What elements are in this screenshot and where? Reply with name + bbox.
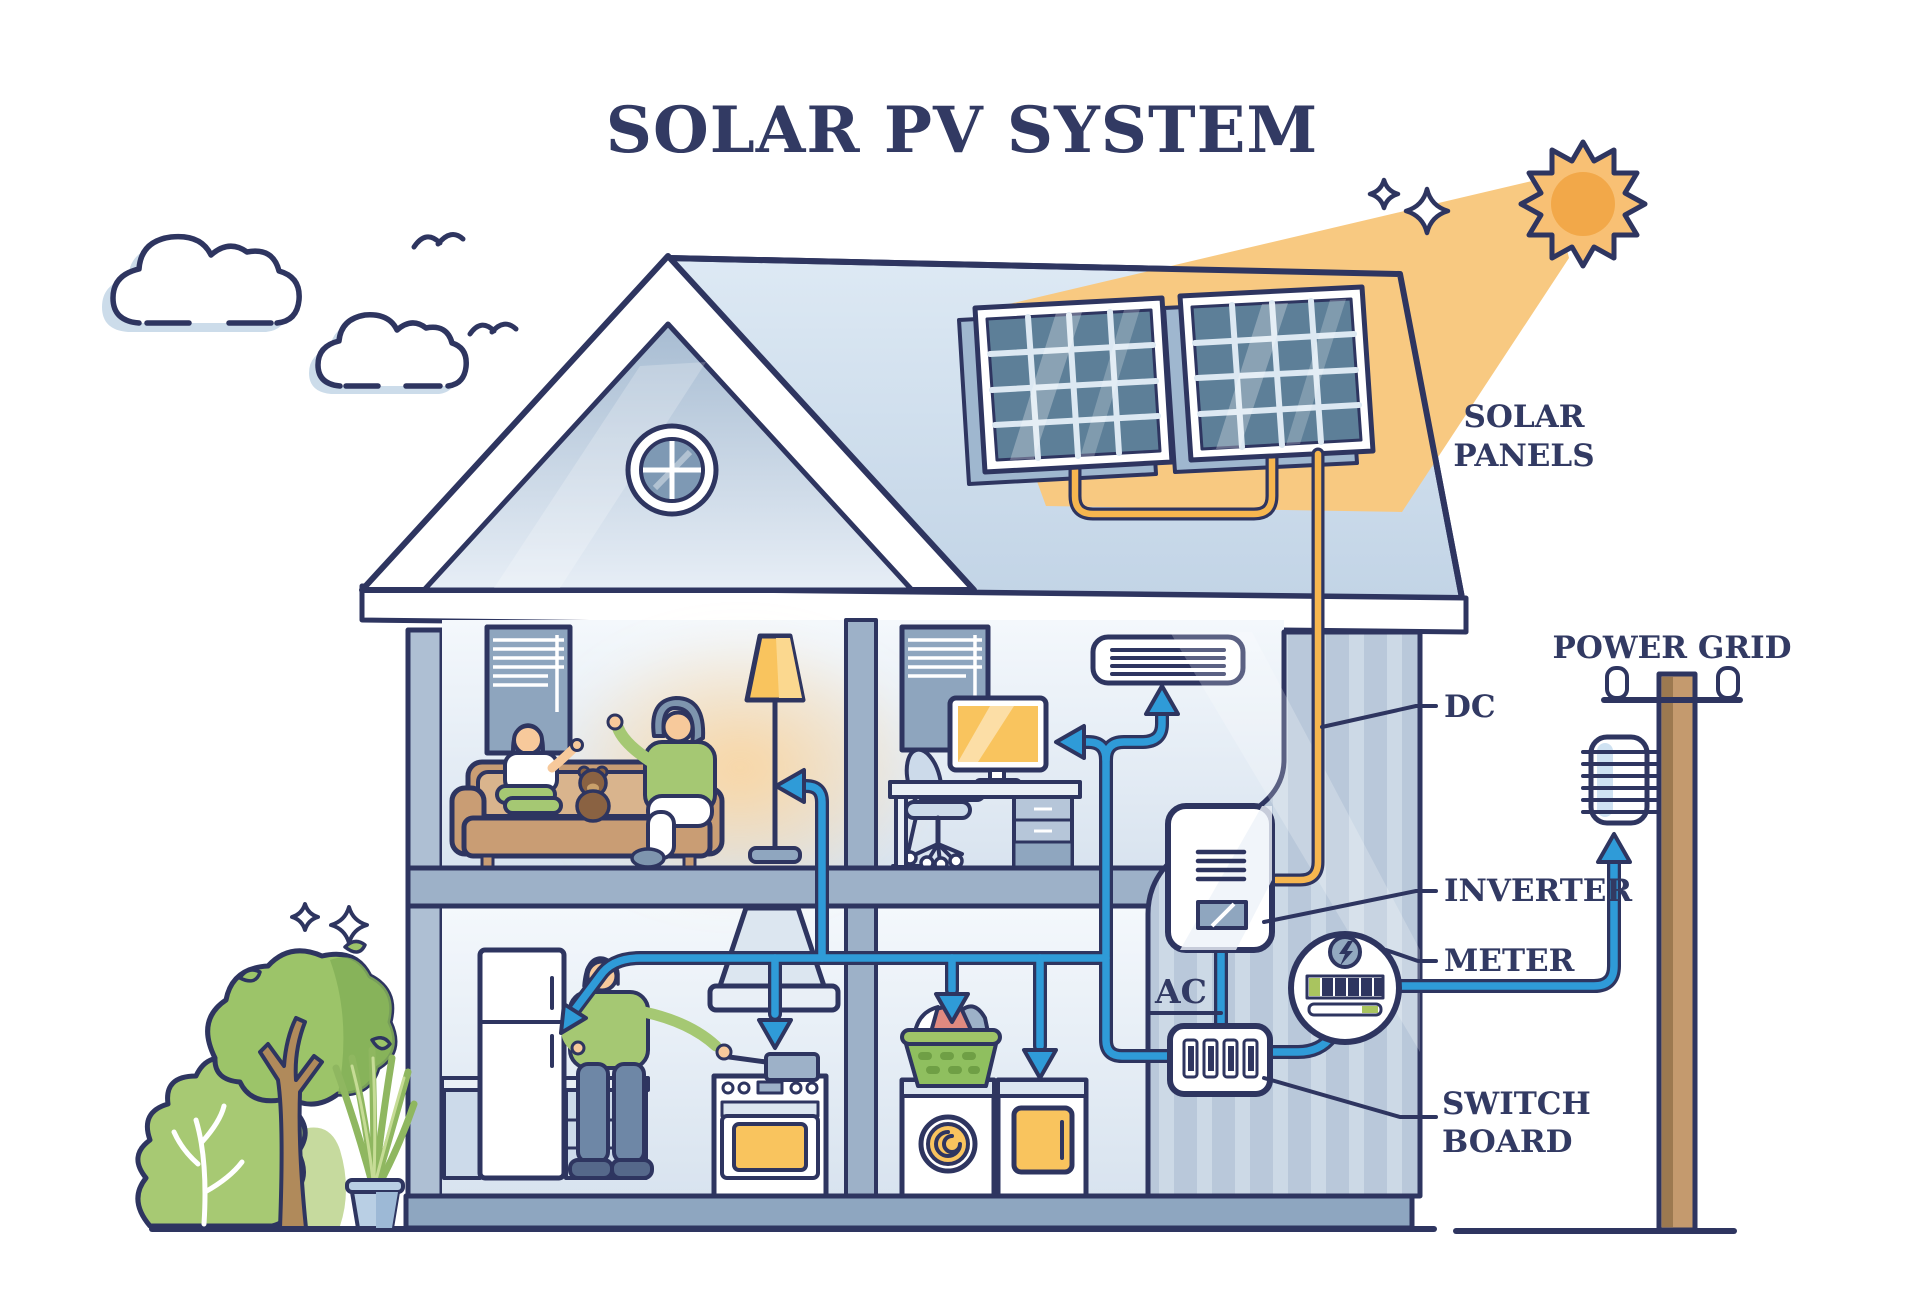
teddy-bear-icon — [575, 765, 611, 823]
washing-machine — [899, 1077, 997, 1199]
solar-panel — [1177, 284, 1376, 463]
sparkle-icon — [1367, 177, 1451, 236]
cloud-icon — [102, 233, 302, 332]
foundation — [403, 1193, 1415, 1231]
switch-board — [1167, 1023, 1273, 1097]
solar-panel — [972, 295, 1175, 475]
label-switch-board-line2: BOARD — [1442, 1124, 1572, 1160]
label-solar-panels-line2: PANELS — [1453, 438, 1594, 474]
window-blinds — [899, 624, 991, 753]
dc-wire — [1068, 451, 1279, 521]
child-figure — [495, 723, 584, 815]
mother-figure — [606, 696, 717, 869]
label-meter: METER — [1444, 943, 1575, 979]
fridge — [477, 947, 567, 1181]
label-ac: AC — [1154, 972, 1207, 1011]
sun-icon — [1518, 139, 1648, 269]
ac-unit — [1090, 634, 1246, 686]
round-window — [625, 423, 719, 517]
sky — [102, 232, 519, 394]
power-pole — [1581, 666, 1743, 1233]
label-switch-board-line1: SWITCH — [1442, 1086, 1591, 1122]
label-power-grid: POWER GRID — [1553, 630, 1792, 666]
wire-arrow — [559, 684, 1632, 1080]
label-dc: DC — [1444, 689, 1496, 725]
dryer — [995, 1077, 1089, 1199]
floor-lamp — [744, 633, 806, 864]
stove — [711, 1073, 829, 1199]
label-solar-panels-line1: SOLAR — [1463, 399, 1584, 435]
desk-drawers — [1012, 795, 1074, 869]
partition-wall — [844, 618, 878, 874]
dc-wire — [1269, 447, 1325, 887]
floor-slab — [405, 865, 1173, 909]
meter-bolt-icon — [1328, 935, 1362, 969]
bird-icon — [411, 232, 466, 250]
father-figure — [561, 956, 733, 1180]
potted-plant — [332, 1046, 418, 1230]
inverter — [1165, 803, 1275, 953]
leader-lines — [1148, 704, 1438, 1119]
roof-ridge-line — [665, 255, 1465, 601]
page-title: SOLAR PV SYSTEM — [606, 93, 1319, 168]
ac-wiring — [559, 684, 1632, 1080]
transformer — [1581, 734, 1661, 826]
label-inverter: INVERTER — [1444, 873, 1632, 909]
insulator-icon — [1605, 666, 1740, 700]
cloud-icon — [309, 312, 469, 394]
solar-panel-array — [957, 284, 1376, 521]
desk — [888, 780, 1082, 869]
tree — [205, 939, 398, 1230]
meter — [1288, 931, 1402, 1045]
bird-icon — [467, 321, 519, 337]
sparkle-icon — [290, 902, 369, 945]
gable — [359, 253, 977, 593]
partition-wall — [844, 904, 878, 1198]
